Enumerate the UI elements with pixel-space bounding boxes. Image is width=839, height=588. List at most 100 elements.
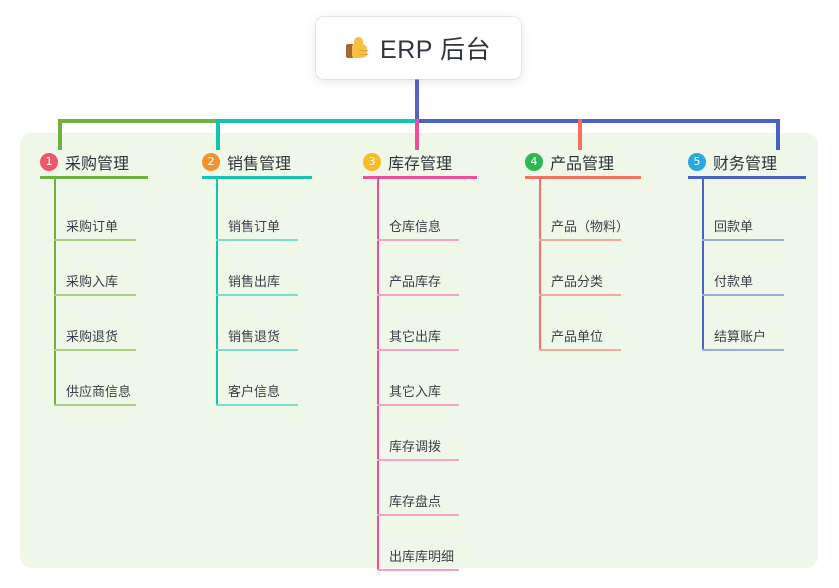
branch-title: 采购管理: [65, 156, 130, 173]
branch-leaf-underline: [216, 349, 298, 351]
branch-leaf-underline: [216, 239, 298, 241]
branch-leaf[interactable]: 产品单位: [539, 317, 621, 351]
branch-spine: [539, 179, 541, 351]
branch-leaf-underline: [377, 404, 459, 406]
root-node-card[interactable]: ERP 后台: [316, 17, 521, 79]
branch-leaf-label: 付款单: [714, 274, 754, 289]
branch-header-1[interactable]: 1 采购管理: [40, 150, 129, 174]
branch-leaf-label: 出库库明细: [389, 549, 455, 564]
root-stem-line: [415, 77, 419, 123]
branch-leaf[interactable]: 采购入库: [54, 262, 136, 296]
branch-leaf-underline: [54, 404, 136, 406]
branch-leaf[interactable]: 产品（物料）: [539, 207, 629, 241]
branch-leaf-label: 库存盘点: [389, 494, 442, 509]
branch-leaf[interactable]: 采购订单: [54, 207, 136, 241]
branch-badge-1: 1: [40, 153, 58, 171]
branch-underline: [688, 176, 806, 179]
branch-spine: [216, 179, 218, 406]
branch-badge-4: 4: [525, 153, 543, 171]
branch-badge-5: 5: [688, 153, 706, 171]
branch-header-3[interactable]: 3 库存管理: [363, 150, 452, 174]
bus-segment-1: [58, 119, 218, 123]
branch-spine: [702, 179, 704, 351]
branch-leaf-underline: [702, 349, 784, 351]
branch-leaf-label: 销售出库: [228, 274, 281, 289]
branch-leaf[interactable]: 仓库信息: [377, 207, 459, 241]
bus-drop-2: [216, 119, 220, 150]
bus-elbow-left: [58, 119, 62, 150]
root-node-title: ERP 后台: [380, 36, 491, 64]
branch-leaf-label: 销售退货: [228, 329, 281, 344]
branch-leaf-underline: [377, 514, 459, 516]
branch-leaf-label: 采购退货: [66, 329, 119, 344]
branch-leaf[interactable]: 产品库存: [377, 262, 459, 296]
branch-leaf-underline: [377, 349, 459, 351]
branch-leaf-label: 库存调拨: [389, 439, 442, 454]
branch-leaf[interactable]: 供应商信息: [54, 372, 136, 406]
branch-leaf-underline: [539, 294, 621, 296]
branch-leaf[interactable]: 销售出库: [216, 262, 298, 296]
branch-spine: [377, 179, 379, 571]
branch-underline: [363, 176, 477, 179]
branch-leaf[interactable]: 库存调拨: [377, 427, 459, 461]
branch-leaf-underline: [216, 404, 298, 406]
branch-leaf-label: 产品单位: [551, 329, 604, 344]
branch-leaf-label: 产品（物料）: [551, 219, 630, 234]
branch-leaf-underline: [216, 294, 298, 296]
bus-elbow-right: [776, 119, 780, 150]
branch-leaf-underline: [539, 239, 621, 241]
branch-leaf-label: 结算账户: [714, 329, 767, 344]
branch-leaf-underline: [54, 349, 136, 351]
branch-leaf-label: 仓库信息: [389, 219, 442, 234]
branch-leaf[interactable]: 出库库明细: [377, 537, 459, 571]
branch-leaf[interactable]: 结算账户: [702, 317, 784, 351]
branch-title: 销售管理: [227, 156, 292, 173]
branch-leaf-underline: [377, 239, 459, 241]
branch-leaf-label: 销售订单: [228, 219, 281, 234]
branch-leaf[interactable]: 客户信息: [216, 372, 298, 406]
branch-underline: [525, 176, 641, 179]
branch-title: 产品管理: [550, 156, 615, 173]
thumbs-up-icon: [346, 36, 370, 60]
branch-leaf-underline: [377, 294, 459, 296]
branch-leaf[interactable]: 其它入库: [377, 372, 459, 406]
branch-leaf-underline: [702, 294, 784, 296]
branch-leaf-underline: [539, 349, 621, 351]
branch-leaf-underline: [54, 239, 136, 241]
branch-spine: [54, 179, 56, 406]
branch-leaf-underline: [702, 239, 784, 241]
branch-underline: [40, 176, 148, 179]
branch-leaf-underline: [377, 569, 459, 571]
bus-segment-3: [417, 119, 780, 123]
branch-leaf-label: 采购订单: [66, 219, 119, 234]
branch-leaf[interactable]: 付款单: [702, 262, 784, 296]
branch-badge-3: 3: [363, 153, 381, 171]
bus-drop-4: [578, 119, 582, 150]
branch-leaf[interactable]: 销售退货: [216, 317, 298, 351]
branch-leaf-label: 采购入库: [66, 274, 119, 289]
branch-leaf-label: 产品库存: [389, 274, 442, 289]
branch-leaf-label: 供应商信息: [66, 384, 132, 399]
branch-leaf-label: 产品分类: [551, 274, 604, 289]
branch-leaf-label: 其它入库: [389, 384, 442, 399]
branch-title: 库存管理: [388, 156, 453, 173]
branch-header-2[interactable]: 2 销售管理: [202, 150, 291, 174]
branch-badge-2: 2: [202, 153, 220, 171]
branch-leaf-label: 客户信息: [228, 384, 281, 399]
branch-leaf[interactable]: 其它出库: [377, 317, 459, 351]
bus-drop-3: [415, 119, 419, 150]
branch-title: 财务管理: [713, 156, 778, 173]
branch-header-4[interactable]: 4 产品管理: [525, 150, 614, 174]
branch-leaf[interactable]: 产品分类: [539, 262, 621, 296]
branch-leaf[interactable]: 库存盘点: [377, 482, 459, 516]
branch-leaf[interactable]: 采购退货: [54, 317, 136, 351]
branch-leaf-label: 其它出库: [389, 329, 442, 344]
branch-leaf-label: 回款单: [714, 219, 754, 234]
branch-header-5[interactable]: 5 财务管理: [688, 150, 777, 174]
bus-segment-2: [218, 119, 417, 123]
branch-underline: [202, 176, 312, 179]
branch-leaf[interactable]: 回款单: [702, 207, 784, 241]
branch-leaf-underline: [54, 294, 136, 296]
branch-leaf[interactable]: 销售订单: [216, 207, 298, 241]
